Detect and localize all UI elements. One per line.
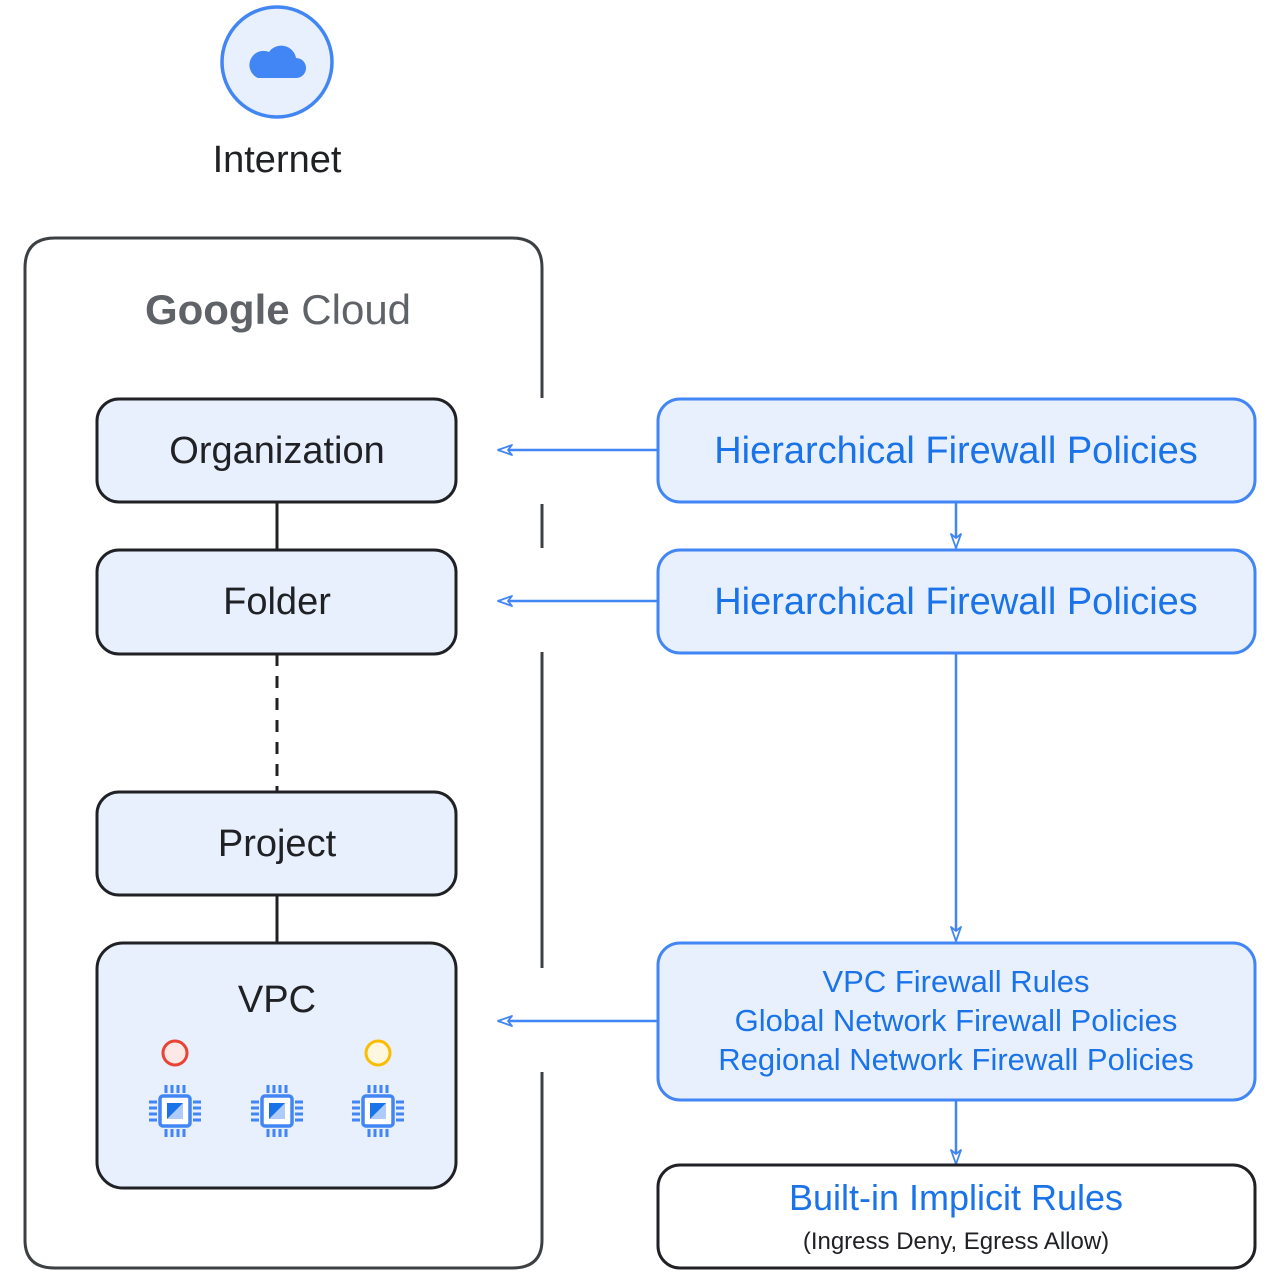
google-cloud-logo: Google Cloud [145, 286, 411, 333]
folder-node: Folder [95, 548, 458, 656]
vpc-node: VPC [95, 941, 458, 1190]
folder-hierarchical-policy-box: Hierarchical Firewall Policies [656, 548, 1257, 655]
project-node: Project [95, 790, 458, 897]
google-cloud-logo-cloud: Cloud [301, 286, 411, 333]
internet-label: Internet [213, 139, 342, 181]
red-circle-icon [161, 1039, 189, 1067]
folder-policy-label: Hierarchical Firewall Policies [714, 581, 1198, 623]
yellow-circle-icon [364, 1039, 392, 1067]
google-cloud-logo-google: Google [145, 286, 290, 333]
vpc-firewall-rules-label: VPC Firewall Rules [822, 964, 1089, 999]
vpc-firewall-rules-box: VPC Firewall Rules Global Network Firewa… [656, 941, 1257, 1102]
organization-node: Organization [95, 397, 458, 504]
implicit-rules-title: Built-in Implicit Rules [789, 1177, 1123, 1218]
org-hierarchical-policy-box: Hierarchical Firewall Policies [656, 397, 1257, 504]
global-network-policies-label: Global Network Firewall Policies [735, 1003, 1178, 1038]
vpc-label: VPC [238, 979, 316, 1021]
org-policy-label: Hierarchical Firewall Policies [714, 430, 1198, 472]
regional-network-policies-label: Regional Network Firewall Policies [718, 1042, 1194, 1077]
implicit-rules-box: Built-in Implicit Rules (Ingress Deny, E… [656, 1163, 1257, 1270]
cloud-icon [249, 45, 306, 78]
project-label: Project [218, 823, 337, 865]
organization-label: Organization [169, 430, 384, 472]
google-cloud-container [23, 236, 544, 1270]
implicit-rules-subtitle: (Ingress Deny, Egress Allow) [803, 1228, 1109, 1255]
internet-node: Internet [213, 5, 342, 181]
folder-label: Folder [223, 581, 331, 623]
